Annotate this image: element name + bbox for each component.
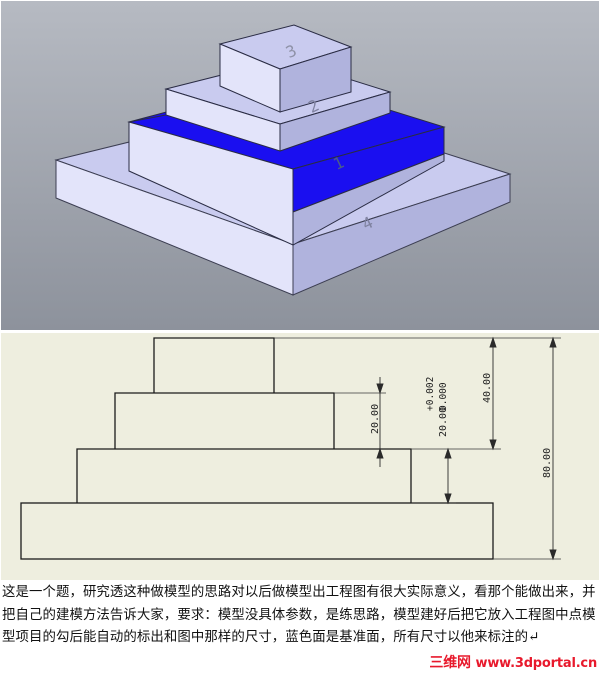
dimension-20-tolerance: [411, 447, 456, 505]
dim-tolerance-base: 20.00: [438, 407, 449, 437]
drawing-outline: [20, 337, 494, 560]
problem-description: 这是一个题，研究透这种做模型的思路对以后做模型出工程图有很大实际意义，看那个能做…: [2, 585, 596, 645]
dimension-40: [489, 336, 497, 451]
layer-3-block: [218, 24, 353, 113]
engineering-drawing: 20.00 +0.002 0.000 20.00 40.00 80.00: [1, 333, 599, 580]
dim-step-value: 20.00: [370, 404, 381, 434]
extension-lines: [274, 337, 561, 560]
watermark-url: www.3dportal.cn: [475, 656, 598, 671]
site-watermark: 三维网 www.3dportal.cn: [429, 652, 597, 672]
watermark-brand: 三维网: [429, 655, 471, 671]
dim-40-value: 40.00: [482, 373, 493, 403]
drawing-background: [1, 333, 599, 580]
dimension-20-step: [376, 377, 384, 467]
dim-tolerance-upper: +0.002: [425, 377, 436, 411]
dimension-80: [549, 336, 557, 561]
dim-tolerance-lower: 0.000: [438, 382, 449, 411]
dim-total-value: 80.00: [542, 448, 553, 478]
stepped-pyramid-render: 3 2 1 4: [1, 1, 599, 330]
